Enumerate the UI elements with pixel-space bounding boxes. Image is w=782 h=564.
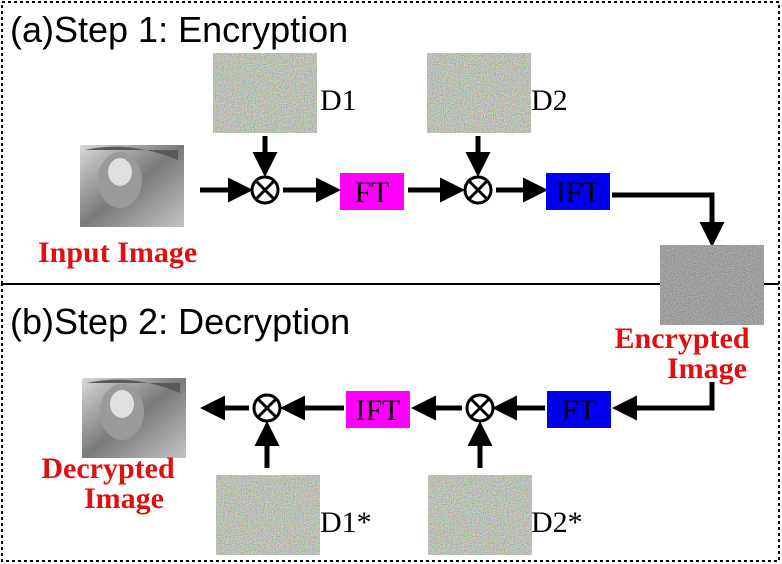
ft-block xyxy=(340,173,404,210)
decrypted-image-label-line2: Image xyxy=(84,482,164,515)
decryption-frame xyxy=(1,283,780,562)
ift-block-encryption xyxy=(546,173,610,210)
multiply-node-1 xyxy=(250,175,280,205)
key-d1-star-noise-image xyxy=(216,475,320,555)
key-d1-star-label: D1* xyxy=(320,506,372,539)
ft-block-label: FT xyxy=(354,176,389,209)
input-image-thumbnail xyxy=(80,145,184,227)
ft-block-decryption-label: FT xyxy=(561,394,596,427)
decrypted-image-thumbnail xyxy=(82,378,186,458)
key-d2-label: D2 xyxy=(531,84,568,117)
ft-block-decryption xyxy=(547,391,611,428)
ift-block-encryption-label: IFT xyxy=(556,176,601,209)
multiply-node-4 xyxy=(252,393,282,423)
ift-block-decryption-label: IFT xyxy=(356,394,401,427)
multiply-node-3 xyxy=(465,393,495,423)
key-d2-star-noise-image xyxy=(428,475,532,555)
encryption-step-title: (a)Step 1: Encryption xyxy=(10,9,348,50)
encrypted-image-label-line2: Image xyxy=(667,352,747,385)
encrypted-image-thumbnail xyxy=(660,245,764,325)
input-image-label: Input Image xyxy=(38,236,197,269)
encryption-frame xyxy=(1,1,780,285)
arrow-ift-to-encrypted xyxy=(612,192,725,247)
decrypted-image-label-line1: Decrypted xyxy=(41,452,175,485)
multiply-node-2 xyxy=(463,175,493,205)
key-d1-noise-image xyxy=(213,53,317,133)
encrypted-image-label-line1: Encrypted xyxy=(615,322,750,355)
ift-block-decryption xyxy=(346,391,410,428)
key-d1-label: D1 xyxy=(320,84,357,117)
decryption-step-title: (b)Step 2: Decryption xyxy=(10,301,350,342)
key-d2-noise-image xyxy=(427,53,531,133)
key-d2-star-label: D2* xyxy=(531,506,583,539)
arrow-encrypted-to-ft xyxy=(612,382,715,421)
